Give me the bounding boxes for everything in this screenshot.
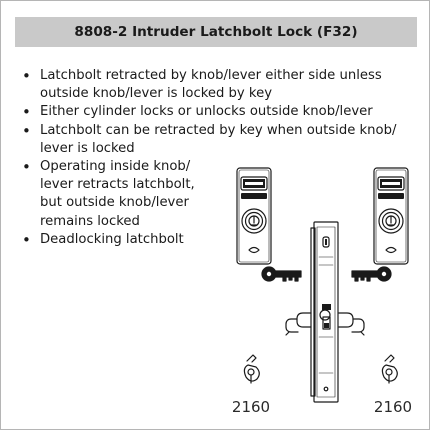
feature-list: Latchbolt retracted by knob/lever either… bbox=[22, 67, 418, 249]
feature-item-2: Either cylinder locks or unlocks outside… bbox=[22, 103, 418, 121]
right-function-code: 2160 bbox=[374, 398, 412, 416]
right-lever-handle-icon bbox=[338, 312, 365, 336]
left-escutcheon-icon bbox=[236, 167, 272, 265]
page-title: 8808-2 Intruder Latchbolt Lock (F32) bbox=[74, 24, 358, 40]
left-function-indicator-icon bbox=[243, 354, 260, 384]
left-key-icon bbox=[261, 266, 302, 282]
mortise-lock-body-icon bbox=[310, 221, 339, 403]
title-bar: 8808-2 Intruder Latchbolt Lock (F32) bbox=[15, 17, 417, 47]
right-function-indicator-icon bbox=[381, 354, 398, 384]
right-key-icon bbox=[351, 266, 392, 282]
right-escutcheon-icon bbox=[373, 167, 409, 265]
left-function-code: 2160 bbox=[232, 398, 270, 416]
feature-item-1: Latchbolt retracted by knob/lever either… bbox=[22, 67, 418, 103]
left-lever-handle-icon bbox=[285, 312, 312, 336]
feature-item-3: Latchbolt can be retracted by key when o… bbox=[22, 122, 418, 158]
feature-item-5: Deadlocking latchbolt bbox=[22, 231, 418, 249]
feature-item-4: Operating inside knob/ lever retracts la… bbox=[22, 158, 196, 231]
